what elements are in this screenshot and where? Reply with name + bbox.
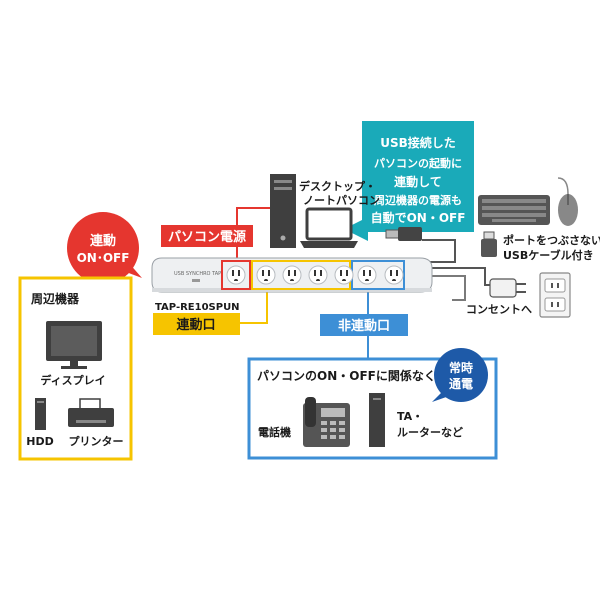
always-on-text: パソコンのON・OFFに関係なく、 bbox=[257, 368, 448, 383]
phone-icon bbox=[303, 397, 350, 447]
usb-callout-line3: 連動して bbox=[394, 174, 442, 189]
power-strip-socket bbox=[256, 265, 276, 285]
peripherals-box: 周辺機器 ディスプレイ HDD プリンター bbox=[18, 276, 133, 461]
product-model: TAP-RE10SPUN bbox=[155, 302, 240, 313]
usb-callout-box bbox=[362, 121, 474, 232]
router-icon bbox=[369, 393, 385, 447]
power-strip-socket bbox=[384, 265, 404, 285]
wall-outlet-icon bbox=[539, 272, 571, 318]
router-label-line1: TA・ bbox=[397, 410, 423, 423]
power-strip-socket bbox=[357, 265, 377, 285]
desktop-label-line1: デスクトップ・ bbox=[299, 179, 376, 193]
keyboard-icon bbox=[478, 195, 550, 225]
pc-power-label: パソコン電源 bbox=[168, 229, 246, 245]
display-label: ディスプレイ bbox=[40, 373, 105, 387]
socket-group bbox=[226, 265, 404, 285]
strip-brand: USB SYNCHRO TAP bbox=[174, 271, 221, 277]
display-icon bbox=[46, 321, 102, 369]
power-plug-icon bbox=[489, 278, 526, 298]
power-cord bbox=[432, 275, 466, 301]
usb-callout-line2: パソコンの起動に bbox=[374, 156, 462, 170]
peripherals-title: 周辺機器 bbox=[31, 291, 80, 306]
usb-port-label-line1: ポートをつぶさない bbox=[503, 233, 600, 247]
power-strip-socket bbox=[334, 265, 354, 285]
phone-label: 電話機 bbox=[258, 425, 291, 439]
usb-plug-icon bbox=[481, 231, 497, 257]
desktop-label-line2: ノートパソコン bbox=[303, 194, 380, 207]
power-strip-socket bbox=[308, 265, 328, 285]
usb-port-label-line2: USBケーブル付き bbox=[503, 248, 594, 262]
usb-cable bbox=[422, 239, 456, 263]
usb-callout-line5: 自動でON・OFF bbox=[371, 210, 466, 225]
always-on-badge: 常時 通電 bbox=[432, 348, 488, 402]
printer-label: プリンター bbox=[69, 434, 124, 448]
linked-badge-line1: 連動 bbox=[90, 233, 116, 249]
printer-icon bbox=[68, 398, 114, 427]
hdd-label: HDD bbox=[26, 435, 53, 448]
unlinked-outlet-label: 非連動口 bbox=[338, 318, 390, 334]
usb-callout-line4: 周辺機器の電源も bbox=[374, 193, 462, 207]
usb-callout-line1: USB接続した bbox=[380, 135, 456, 150]
linked-outlet-tag: 連動口 bbox=[153, 313, 240, 335]
usb-callout: USB接続した パソコンの起動に 連動して 周辺機器の電源も 自動でON・OFF bbox=[362, 121, 474, 232]
mouse-icon bbox=[557, 177, 578, 226]
desktop-tower-icon bbox=[270, 174, 296, 248]
router-label-line2: ルーターなど bbox=[397, 426, 463, 439]
power-strip-socket bbox=[282, 265, 302, 285]
always-on-badge-line2: 通電 bbox=[449, 376, 473, 391]
linked-badge-line2: ON･OFF bbox=[77, 251, 130, 265]
unlinked-outlet-tag: 非連動口 bbox=[320, 314, 408, 336]
linked-outlet-line bbox=[240, 288, 268, 324]
pc-power-tag: パソコン電源 bbox=[161, 225, 253, 247]
outlet-label: コンセントへ bbox=[466, 303, 532, 316]
power-strip: USB SYNCHRO TAP bbox=[151, 257, 433, 293]
linked-onoff-badge: 連動 ON･OFF bbox=[67, 212, 142, 284]
usb-cable-plug-icon bbox=[352, 217, 422, 241]
hdd-icon bbox=[35, 398, 46, 430]
pc-power-outlet-frame bbox=[221, 260, 251, 290]
laptop-icon bbox=[300, 207, 358, 248]
always-on-badge-line1: 常時 bbox=[449, 360, 473, 375]
strip-usb-port bbox=[192, 279, 200, 282]
power-strip-socket bbox=[226, 265, 246, 285]
linked-outlet-label: 連動口 bbox=[176, 317, 215, 333]
